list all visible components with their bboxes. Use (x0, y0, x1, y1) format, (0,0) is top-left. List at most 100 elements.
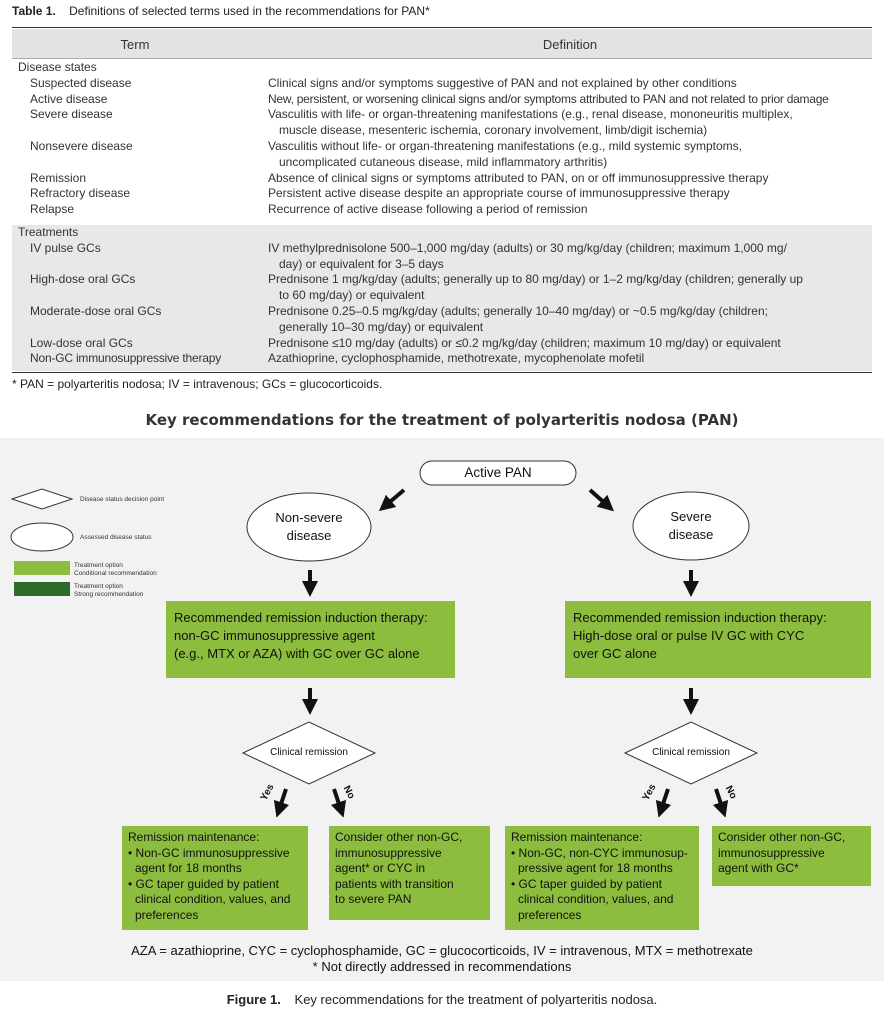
table-row: Remission Absence of clinical signs or s… (12, 171, 872, 187)
header-term: Term (120, 37, 150, 52)
section-heading: Treatments (18, 225, 79, 239)
abbreviations-note: * Not directly addressed in recommendati… (312, 959, 572, 974)
decision-label-left: Clinical remission (270, 747, 348, 758)
box-line: • Non-GC, non-CYC immunosup- (511, 845, 688, 860)
definition-cell: New, persistent, or worsening clinical s… (268, 91, 829, 106)
definition-cell-cont: to 60 mg/day) or equivalent (279, 288, 425, 303)
definition-cell: Clinical signs and/or symptoms suggestiv… (268, 75, 737, 90)
definition-cell: Prednisone ≤10 mg/day (adults) or ≤0.2 m… (268, 335, 781, 350)
severe-induction-box: Recommended remission induction therapy:… (565, 601, 871, 678)
arrow-yes-right (655, 788, 672, 818)
table-row: Severe disease Vasculitis with life- or … (12, 107, 872, 139)
box-line: pressive agent for 18 months (518, 861, 673, 875)
nonsevere-label-line2: disease (286, 528, 332, 543)
definition-cell: Azathioprine, cyclophosphamide, methotre… (268, 351, 645, 366)
box-line: preferences (518, 907, 582, 922)
abbreviations-line: AZA = azathioprine, CYC = cyclophosphami… (131, 943, 753, 958)
nonsevere-induction-box: Recommended remission induction therapy:… (166, 601, 455, 678)
box-line: clinical condition, values, and (518, 892, 674, 906)
box-line: agent for 18 months (135, 861, 242, 875)
severe-maintenance-box: Remission maintenance: • Non-GC, non-CYC… (505, 826, 699, 930)
nonsevere-ellipse (246, 492, 372, 562)
legend-strong-label: Treatment option Strong recommendation (74, 583, 143, 598)
term-cell: Non-GC immunosuppressive therapy (30, 351, 222, 366)
legend-decision-label: Disease status decision point (80, 496, 165, 503)
legend-conditional-line1: Treatment option (74, 562, 123, 569)
nonsevere-label-line1: Non-severe (275, 510, 343, 525)
table-row: Active disease New, persistent, or worse… (12, 92, 872, 108)
definition-cell: IV methylprednisolone 500–1,000 mg/day (… (268, 240, 787, 255)
figure-title: Key recommendations for the treatment of… (145, 411, 739, 429)
table-header: Term Definition (12, 29, 872, 59)
definition-cell-cont: day) or equivalent for 3–5 days (279, 256, 444, 271)
nonsevere-label: Non-severe disease (247, 509, 371, 545)
section-heading: Disease states (18, 60, 97, 74)
term-cell: Active disease (30, 91, 108, 106)
decision-diamond-right (623, 721, 759, 785)
section-disease-states: Disease states Suspected disease Clinica… (12, 60, 872, 218)
table-row: IV pulse GCs IV methylprednisolone 500–1… (12, 241, 872, 273)
table-bottom-rule (12, 372, 872, 373)
arrow-yes-left (273, 788, 290, 818)
arrow-to-severe (588, 488, 614, 512)
figure-abbreviations: AZA = azathioprine, CYC = cyclophosphami… (0, 943, 884, 975)
box-line: • Non-GC immunosuppressive (128, 845, 290, 860)
definition-cell: Prednisone 1 mg/kg/day (adults; generall… (268, 272, 803, 287)
term-cell: Relapse (30, 202, 75, 217)
table-row: Relapse Recurrence of active disease fol… (12, 202, 872, 218)
term-cell: IV pulse GCs (30, 240, 101, 255)
box-line: clinical condition, values, and (135, 892, 291, 906)
severe-other-box: Consider other non-GC, immunosuppressive… (712, 826, 871, 886)
definition-cell: Persistent active disease despite an app… (268, 186, 730, 201)
definition-cell: Recurrence of active disease following a… (268, 202, 588, 217)
term-cell: Severe disease (30, 107, 113, 122)
table-row: High-dose oral GCs Prednisone 1 mg/kg/da… (12, 272, 872, 304)
definition-cell-cont: uncomplicated cutaneous disease, mild in… (279, 154, 608, 169)
figure-label: Figure 1. (226, 992, 281, 1007)
arrow-no-right (712, 788, 729, 818)
box-line: non-GC immunosuppressive agent (174, 628, 375, 643)
legend-strong-swatch (14, 582, 70, 596)
box-line: Remission maintenance: (128, 830, 260, 844)
arrow-no-left (330, 788, 347, 818)
legend-strong-line2: Strong recommendation (74, 590, 144, 598)
legend-conditional-label: Treatment option Conditional recommendat… (74, 562, 157, 577)
legend-assessed-ellipse (10, 522, 74, 552)
figure-caption: Figure 1. Key recommendations for the tr… (0, 992, 884, 1007)
box-line: High-dose oral or pulse IV GC with CYC (573, 628, 805, 643)
table-row: Suspected disease Clinical signs and/or … (12, 76, 872, 92)
table-row: Non-GC immunosuppressive therapy Azathio… (12, 351, 872, 367)
table-row: Moderate-dose oral GCs Prednisone 0.25–0… (12, 304, 872, 336)
severe-label-line1: Severe (670, 509, 712, 524)
start-node-label: Active PAN (464, 465, 532, 480)
nonsevere-other-box: Consider other non-GC, immunosuppressive… (329, 826, 490, 920)
term-cell: High-dose oral GCs (30, 272, 136, 287)
box-line: agent with GC* (718, 861, 799, 875)
table-title: Definitions of selected terms used in th… (69, 4, 430, 18)
severe-label: Severe disease (633, 508, 749, 544)
box-line: Remission maintenance: (511, 830, 643, 844)
start-node (419, 460, 577, 486)
table-row: Nonsevere disease Vasculitis without lif… (12, 139, 872, 171)
legend-assessed-label: Assessed disease status (80, 534, 152, 541)
legend-strong-line1: Treatment option (74, 583, 123, 590)
legend-decision-diamond (10, 488, 74, 510)
box-line: Consider other non-GC, (335, 830, 463, 844)
severe-label-line2: disease (668, 527, 714, 542)
term-cell: Remission (30, 170, 87, 185)
definition-cell-cont: muscle disease, mesenteric ischemia, cor… (279, 123, 708, 138)
table-row: Refractory disease Persistent active dis… (12, 186, 872, 202)
table-caption: Table 1. Definitions of selected terms u… (12, 4, 430, 18)
table-label: Table 1. (12, 4, 56, 18)
legend-conditional-line2: Conditional recommendation (74, 569, 157, 577)
section-treatments: Treatments IV pulse GCs IV methylprednis… (12, 225, 872, 371)
header-definition: Definition (542, 37, 598, 52)
box-line: immunosuppressive (718, 845, 825, 860)
box-line: over GC alone (573, 646, 657, 661)
decision-label-right: Clinical remission (652, 747, 730, 758)
box-line: Consider other non-GC, (718, 830, 846, 844)
box-line: (e.g., MTX or AZA) with GC over GC alone (174, 646, 420, 661)
table-top-rule (12, 27, 872, 28)
box-line: patients with transition (335, 876, 454, 891)
definition-cell: Absence of clinical signs or symptoms at… (268, 170, 769, 185)
